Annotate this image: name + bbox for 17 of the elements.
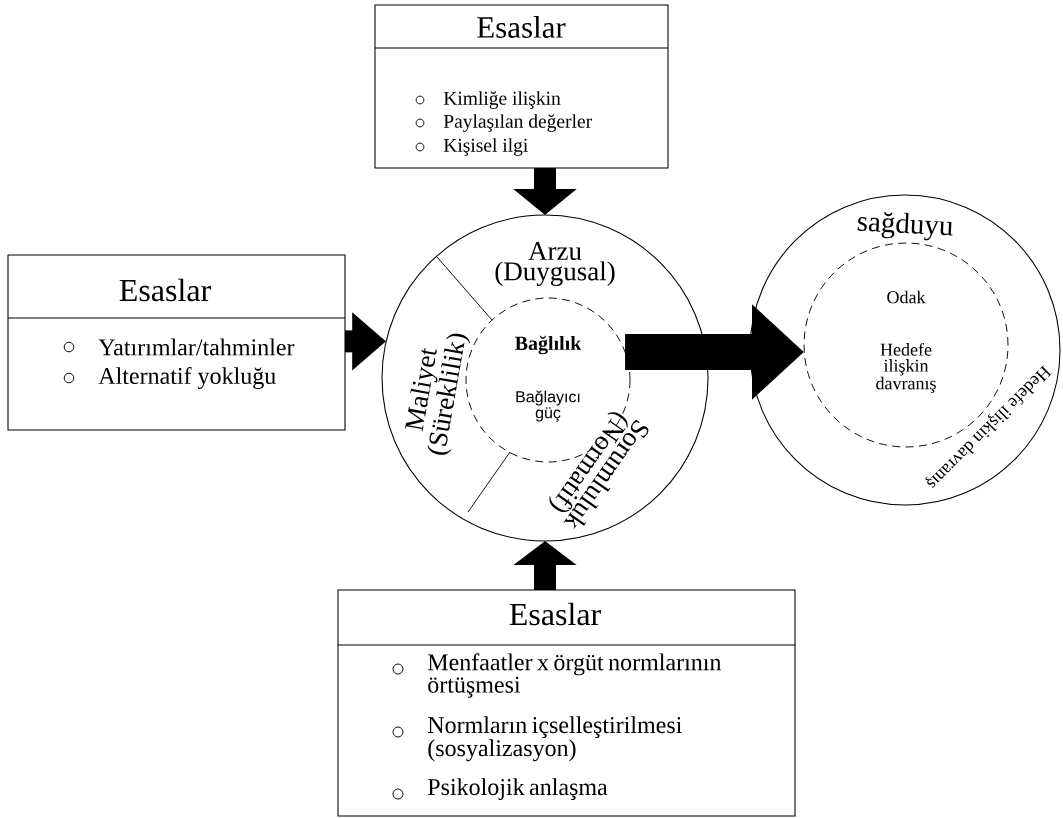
list-item: Alternatif yokluğu — [98, 366, 276, 390]
circle-text: Hedefe ilişkin davranış — [876, 342, 936, 394]
ring-label: Arzu (Duygusal) — [495, 242, 615, 286]
box-heading: Esaslar — [119, 278, 211, 302]
circle-text: Odak — [887, 290, 926, 304]
box-heading: Esaslar — [509, 602, 601, 626]
list-item: Normların içselleştirilmesi (sosyalizasyon) — [427, 716, 682, 762]
box-heading: Esaslar — [477, 16, 566, 38]
list-item: Paylaşılan değerler — [443, 114, 592, 132]
list-item: Psikolojik anlaşma — [427, 778, 608, 801]
circle-text: Bağlılık — [515, 335, 582, 355]
list-item: Kişisel ilgi — [443, 138, 528, 156]
list-item: Menfaatler x örgüt normlarının örtüşmesi — [427, 653, 722, 698]
ring-label: Maliyet (Süreklilik) — [405, 333, 471, 455]
list-item: Yatırımlar/tahminler — [98, 338, 295, 356]
list-item: Kimliğe ilişkin — [443, 91, 561, 109]
ring-label: sağduyu — [857, 212, 953, 241]
